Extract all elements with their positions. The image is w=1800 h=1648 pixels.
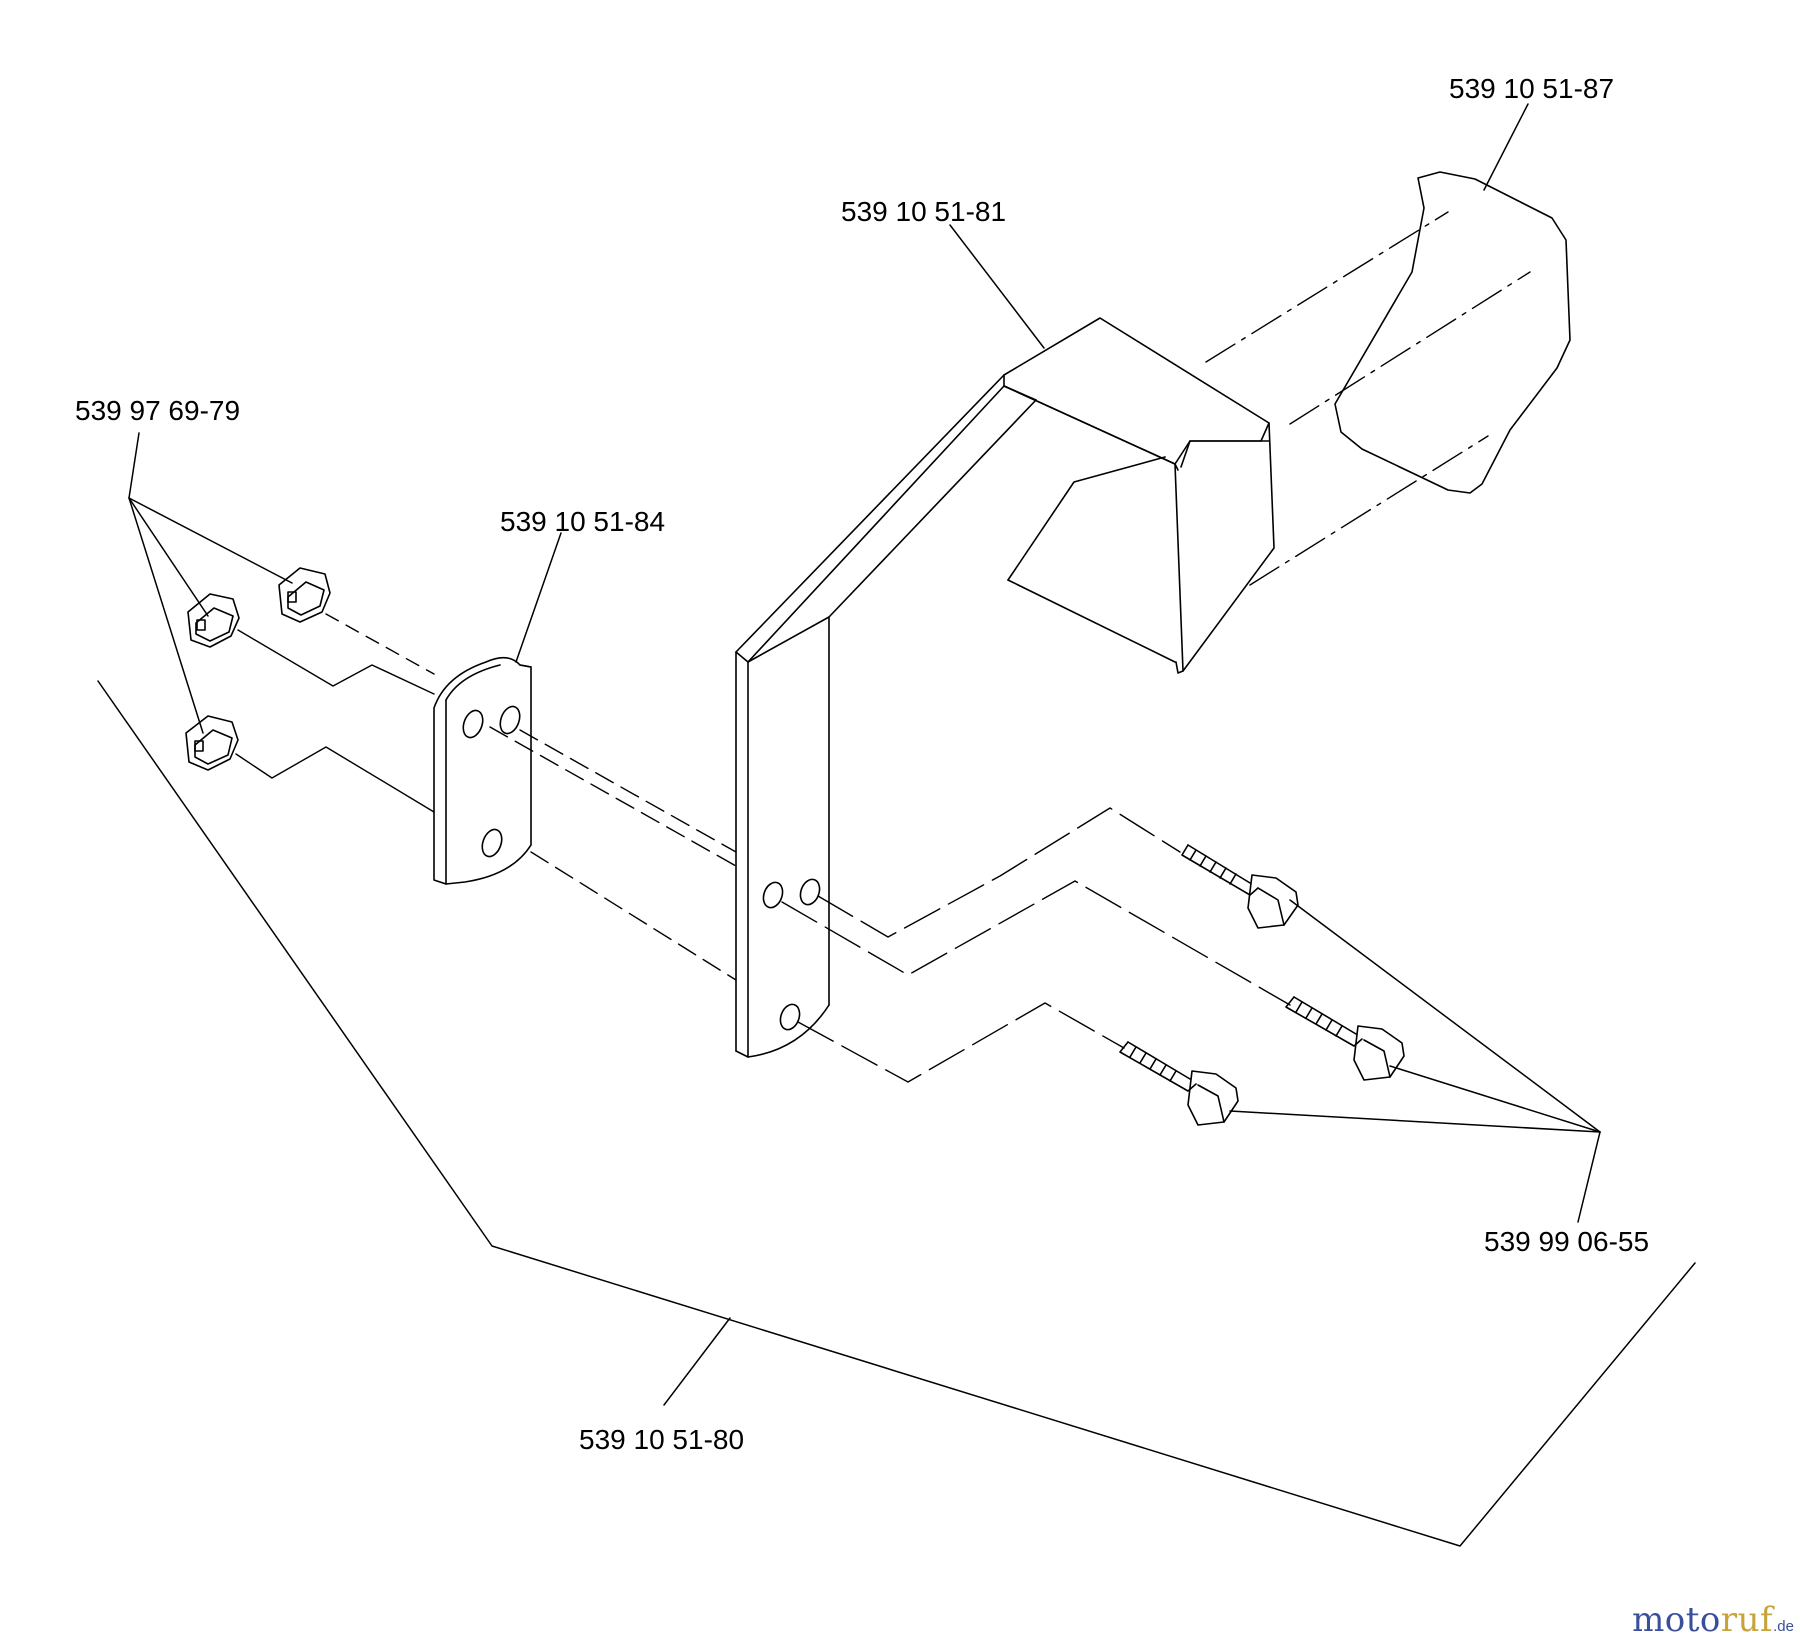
label-bracket-plate: 539 10 51-81 bbox=[841, 196, 1007, 227]
watermark-part2: ruf bbox=[1720, 1600, 1774, 1640]
leader-lines bbox=[97, 103, 1696, 1547]
nut-3 bbox=[185, 715, 239, 771]
nut-2 bbox=[278, 567, 331, 623]
bolt-1 bbox=[1181, 844, 1299, 929]
label-kit: 539 10 51-80 bbox=[579, 1424, 745, 1455]
watermark-suffix: .de bbox=[1773, 1618, 1794, 1635]
label-spacer: 539 10 51-84 bbox=[500, 506, 666, 537]
assembly-centerlines bbox=[235, 211, 1531, 1083]
bracket-plate bbox=[735, 317, 1275, 1058]
nut-1 bbox=[187, 593, 240, 648]
watermark-logo: motoruf.de bbox=[1632, 1600, 1794, 1640]
label-bolts: 539 99 06-55 bbox=[1484, 1226, 1650, 1257]
label-cover-plate: 539 10 51-87 bbox=[1449, 73, 1615, 104]
cover-plate bbox=[1334, 171, 1571, 494]
bolt-3 bbox=[1119, 1041, 1239, 1126]
spacer bbox=[433, 656, 532, 885]
bolt-2 bbox=[1285, 996, 1405, 1081]
watermark-part1: moto bbox=[1632, 1600, 1721, 1640]
label-nuts: 539 97 69-79 bbox=[75, 395, 241, 426]
